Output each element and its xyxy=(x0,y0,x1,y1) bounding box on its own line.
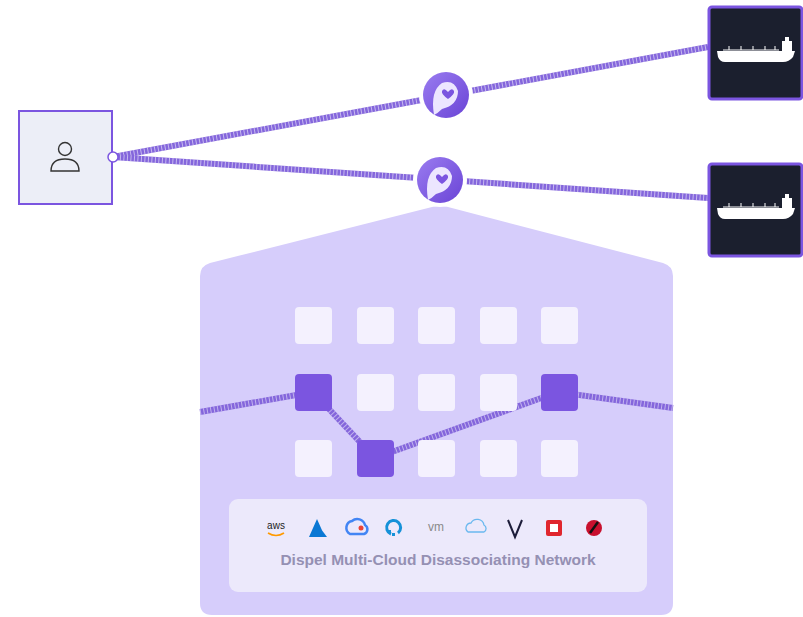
grid-square xyxy=(480,307,517,344)
grid-square xyxy=(480,374,517,411)
grid-square xyxy=(541,307,578,344)
network-panel xyxy=(200,206,673,615)
ship-box xyxy=(709,7,802,99)
grid-square xyxy=(357,440,394,477)
grid-square xyxy=(541,374,578,411)
node-grid xyxy=(295,307,578,477)
grid-square xyxy=(480,440,517,477)
owl-gateway xyxy=(413,153,467,207)
grid-square xyxy=(418,374,455,411)
grid-square xyxy=(357,307,394,344)
grid-square xyxy=(357,374,394,411)
ship-box xyxy=(709,164,802,256)
grid-square xyxy=(418,307,455,344)
logo-text: vm xyxy=(424,521,448,533)
cloud-logos xyxy=(268,519,602,537)
grid-square xyxy=(541,440,578,477)
grid-square xyxy=(418,440,455,477)
owl-gateway xyxy=(419,68,473,122)
wire xyxy=(113,47,708,198)
network-box: Dispel Multi-Cloud Disassociating Networ… xyxy=(229,499,647,592)
grid-square xyxy=(295,307,332,344)
grid-square xyxy=(295,374,332,411)
user-box xyxy=(19,111,118,204)
cloud-box xyxy=(229,499,647,592)
logo-text: aws xyxy=(264,520,288,532)
network-title: Dispel Multi-Cloud Disassociating Networ… xyxy=(229,550,647,570)
grid-square xyxy=(295,440,332,477)
